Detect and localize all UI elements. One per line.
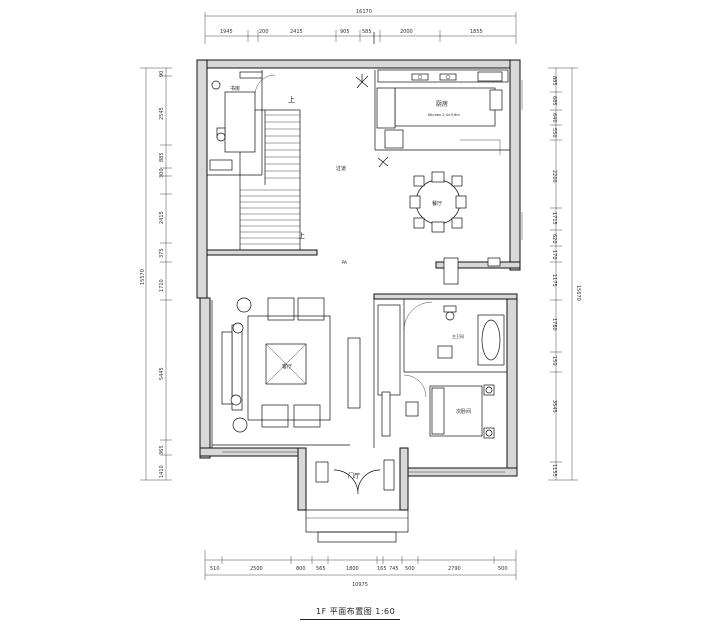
bottom-dim-2: 2500 xyxy=(250,566,263,572)
master-bath-label: 主卫间 xyxy=(452,333,464,339)
left-dim-8: 5445 xyxy=(159,367,165,380)
stair-landing-label: PA xyxy=(342,260,347,265)
drawing-title: 1F 平面布置图 1:60 xyxy=(316,607,396,616)
stair-up-label-2: 上 xyxy=(298,231,305,240)
kitchen-label: 厨房 xyxy=(436,100,448,108)
left-overall-dim: 15570 xyxy=(140,269,146,285)
top-dim-5: 585 xyxy=(362,29,372,35)
bottom-dim-10: 500 xyxy=(498,566,508,572)
right-dim-4: 550 xyxy=(551,128,557,138)
top-dimension-chain: 16170 1945 200 2415 905 585 2000 1855 xyxy=(204,9,517,44)
staircase: 上 上 PA xyxy=(239,95,347,265)
study-room: 书房 xyxy=(209,71,276,171)
master-bathroom: 主卫间 xyxy=(377,301,505,396)
left-dim-1: 90 xyxy=(159,71,165,77)
right-dim-6: 1715 xyxy=(551,212,557,225)
interior-partitions xyxy=(207,70,523,473)
left-dim-7: 1710 xyxy=(159,279,165,292)
left-dim-4: 300 xyxy=(159,168,165,178)
right-dim-13: 1155 xyxy=(551,464,557,477)
right-dim-8: 170 xyxy=(551,250,557,260)
title-underline xyxy=(300,619,400,620)
left-dim-9: 365 xyxy=(159,445,165,455)
right-dim-7: 620 xyxy=(551,234,557,244)
living-label: 客厅 xyxy=(282,363,292,370)
bottom-dim-7: 745 xyxy=(389,566,399,572)
right-dim-10: 1780 xyxy=(551,318,557,331)
top-dim-7: 1855 xyxy=(470,29,483,35)
entrance-vestibule: 门厅 xyxy=(305,459,409,543)
living-room: 客厅 xyxy=(221,297,361,433)
right-dim-3: 640 xyxy=(551,113,557,123)
top-dim-1: 1945 xyxy=(220,29,233,35)
left-dimension-chain: 15570 90 2545 885 300 2415 375 1710 5445… xyxy=(140,67,172,481)
left-dim-6: 375 xyxy=(159,248,165,258)
top-dim-3: 2415 xyxy=(290,29,303,35)
bottom-dim-8: 500 xyxy=(405,566,415,572)
dining-room: 餐厅 xyxy=(409,171,501,285)
right-dim-1: 885 xyxy=(551,76,557,86)
top-dim-4: 905 xyxy=(340,29,350,35)
right-dim-9: 1175 xyxy=(551,274,557,287)
top-overall-dim: 16170 xyxy=(356,9,372,15)
study-label: 书房 xyxy=(230,85,240,92)
right-overall-dim: 15670 xyxy=(575,285,581,301)
right-dim-2: 685 xyxy=(551,96,557,106)
bottom-dimension-chain: 510 2500 800 565 1800 165 745 500 2790 5… xyxy=(204,550,517,588)
left-dim-10: 1410 xyxy=(159,465,165,478)
bottom-dim-6: 165 xyxy=(377,566,387,572)
bottom-dim-3: 800 xyxy=(296,566,306,572)
right-dim-11: 150 xyxy=(551,356,557,366)
left-dim-3: 885 xyxy=(159,152,165,162)
bottom-dim-9: 2790 xyxy=(448,566,461,572)
entrance-label: 门厅 xyxy=(348,472,360,480)
kitchen-note: Kitchen 2.4×3.6m xyxy=(428,113,460,117)
bottom-overall-dim: 10975 xyxy=(352,582,368,588)
dining-label: 餐厅 xyxy=(432,200,442,207)
plant-icon xyxy=(355,74,369,89)
top-dim-2: 200 xyxy=(259,29,269,35)
left-dim-5: 2415 xyxy=(159,211,165,224)
bottom-dim-1: 510 xyxy=(210,566,220,572)
right-dim-12: 3545 xyxy=(551,400,557,413)
left-dim-2: 2545 xyxy=(159,107,165,120)
bottom-dim-5: 1800 xyxy=(346,566,359,572)
plant-icon-2 xyxy=(377,156,389,168)
right-dimension-chain: 15670 885 685 640 550 2200 1715 620 170 … xyxy=(548,67,581,481)
bedroom: 次卧间 xyxy=(381,374,495,439)
top-dim-6: 2000 xyxy=(400,29,413,35)
kitchen: 厨房 Kitchen 2.4×3.6m xyxy=(376,69,509,155)
stair-up-label-1: 上 xyxy=(288,95,295,104)
right-dim-5: 2200 xyxy=(551,170,557,183)
bedroom-label: 次卧间 xyxy=(456,408,471,415)
corridor-label: 过道 xyxy=(336,165,346,172)
bottom-dim-4: 565 xyxy=(316,566,326,572)
